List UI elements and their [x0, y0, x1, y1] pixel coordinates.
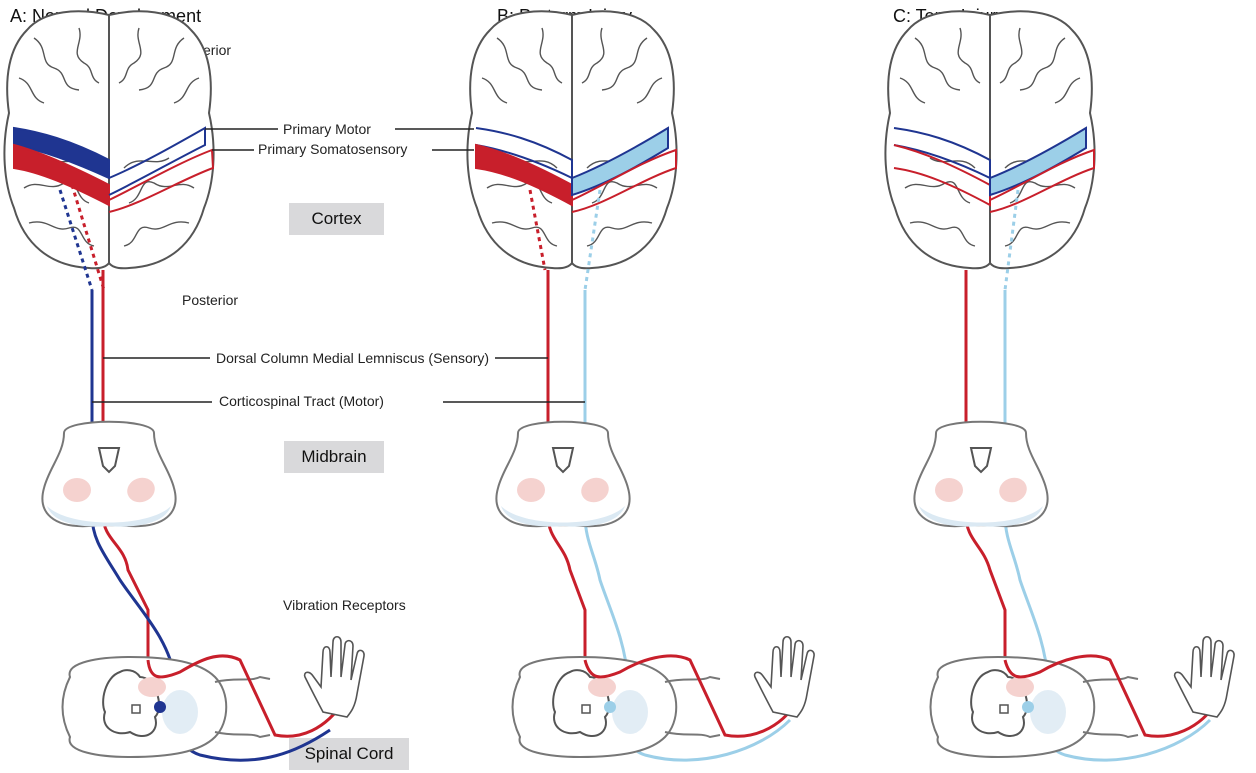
panel-c: [885, 11, 1234, 760]
brain-b: [467, 11, 676, 268]
hand-a: [305, 637, 364, 717]
spinal-cord-c: [931, 657, 1139, 757]
brain-c: [885, 11, 1094, 268]
panel-b: [467, 11, 814, 760]
midbrain-a: [42, 422, 175, 527]
hand-c: [1175, 637, 1234, 717]
midbrain-c: [914, 422, 1047, 527]
spinal-cord-a: [63, 657, 271, 757]
hand-b: [755, 637, 814, 717]
midbrain-b: [496, 422, 629, 527]
panel-a: [4, 11, 364, 760]
